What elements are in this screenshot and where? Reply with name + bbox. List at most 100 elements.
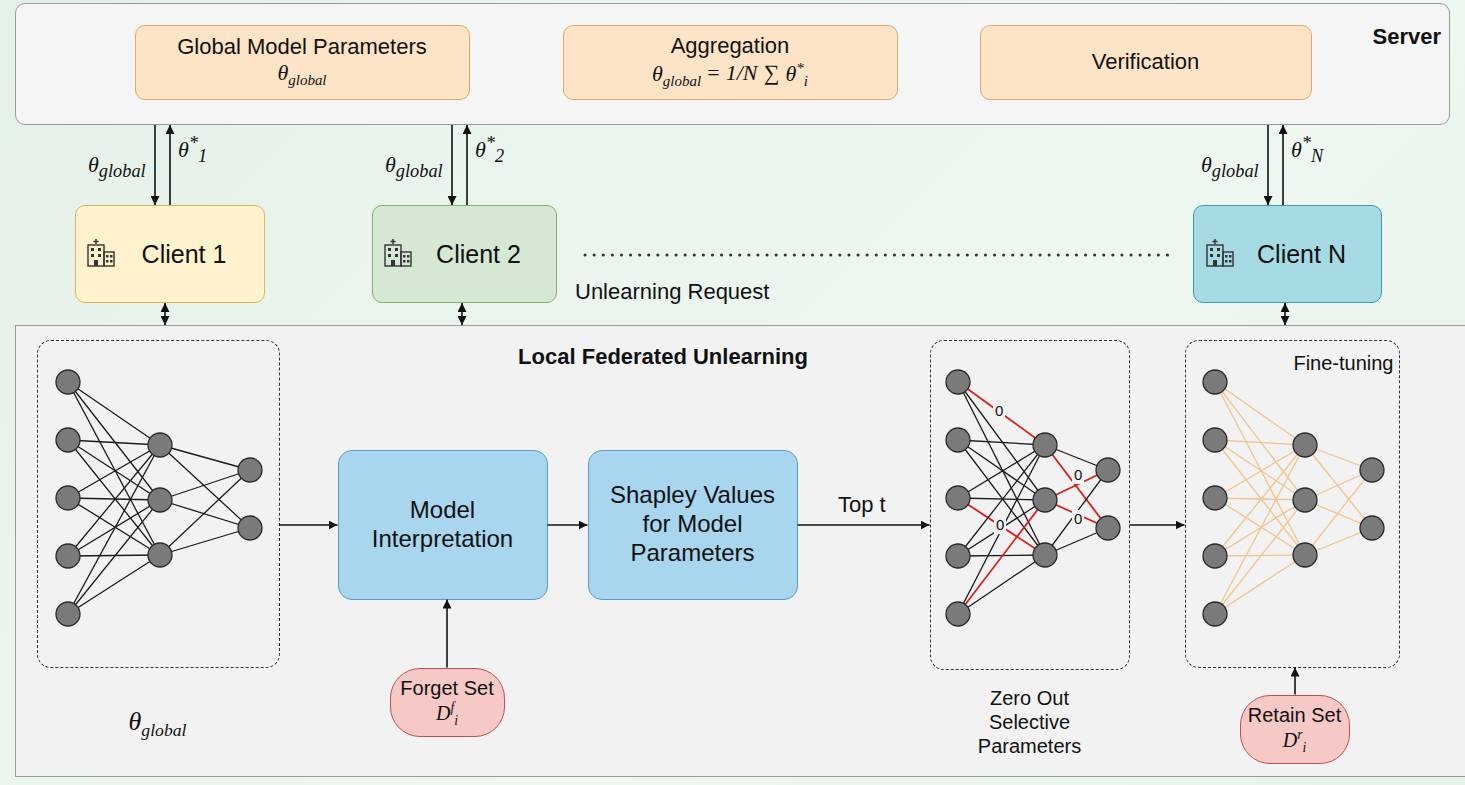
neural-network xyxy=(56,370,262,626)
arrow-connector xyxy=(466,125,468,205)
node-text: Shapley Values for Model Parameters xyxy=(601,481,785,567)
neuron xyxy=(946,486,970,510)
client-box: Client 2 xyxy=(372,205,557,303)
network-weight xyxy=(160,528,250,555)
network-weight xyxy=(1215,382,1305,500)
process-box: Model Interpretation xyxy=(338,450,548,600)
neuron xyxy=(148,543,172,567)
neuron xyxy=(148,433,172,457)
neuron xyxy=(1096,458,1120,482)
network-weight xyxy=(68,382,160,445)
edge-label: θglobal xyxy=(1201,152,1259,183)
hospital-icon xyxy=(385,239,411,266)
node-subtext: Dri xyxy=(1283,727,1307,756)
unlearning-band: Local Federated Unlearning θglobal Model I… xyxy=(15,325,1465,777)
network-weight xyxy=(1215,382,1305,445)
node-text: Verification xyxy=(1092,49,1200,75)
network-weight xyxy=(1215,498,1305,555)
neuron xyxy=(238,516,262,540)
network-weight xyxy=(68,445,160,556)
network-weight xyxy=(68,498,160,555)
network-weight xyxy=(1305,470,1372,555)
node-subtext: θglobal = 1/N ∑ θ*i xyxy=(652,59,808,91)
zero-mark: 0 xyxy=(994,516,1006,534)
network-weight xyxy=(958,440,1045,555)
network-weight xyxy=(958,500,1045,556)
zero-mark: 0 xyxy=(1072,510,1084,528)
network-weight xyxy=(68,500,160,614)
node-text: θglobal xyxy=(38,706,278,741)
neural-network xyxy=(1203,370,1384,626)
node-subtext: Dfi xyxy=(436,700,458,729)
network-weight xyxy=(160,445,250,528)
network-weight xyxy=(160,500,250,528)
neuron xyxy=(1293,488,1317,512)
request-label: Unlearning Request xyxy=(575,279,769,305)
arrow-connector xyxy=(1130,524,1185,526)
network-weight xyxy=(1215,555,1305,614)
neuron xyxy=(56,428,80,452)
network-weight xyxy=(958,382,1045,555)
neural-network xyxy=(946,370,1120,626)
neuron xyxy=(946,544,970,568)
arrow-connector xyxy=(548,524,588,526)
network-weight xyxy=(1305,445,1372,528)
arrow-connector xyxy=(451,125,453,205)
neuron xyxy=(1203,602,1227,626)
edge-label: θ*1 xyxy=(178,133,207,169)
arrow-connector xyxy=(280,524,338,526)
neuron xyxy=(1293,433,1317,457)
arrow-connector xyxy=(164,303,166,325)
node-text: Forget Set xyxy=(400,676,493,700)
zero-mark: 0 xyxy=(1072,466,1084,484)
network-weight xyxy=(1215,555,1305,556)
arrow-connector xyxy=(154,125,156,205)
neuron xyxy=(1203,486,1227,510)
node-text: Client 2 xyxy=(436,239,521,269)
arrow-connector xyxy=(798,524,930,526)
network-weight xyxy=(1045,445,1108,528)
arrow-connector xyxy=(461,303,463,325)
neuron xyxy=(1293,543,1317,567)
neuron xyxy=(1096,516,1120,540)
node-text: Retain Set xyxy=(1248,703,1341,727)
data-set: Forget SetDfi xyxy=(390,668,505,738)
neuron xyxy=(56,486,80,510)
node-text: Model Interpretation xyxy=(351,496,535,554)
node-text: Client N xyxy=(1257,239,1346,269)
node-text: Global Model Parameters xyxy=(177,34,426,60)
neuron xyxy=(1360,516,1384,540)
network-weight xyxy=(68,440,160,555)
node-subtext: θglobal xyxy=(277,60,326,90)
edge-label: θglobal xyxy=(385,152,443,183)
neuron xyxy=(56,370,80,394)
network-weight xyxy=(958,382,1045,500)
node-text: Local Federated Unlearning xyxy=(448,344,878,370)
hospital-icon xyxy=(88,239,114,266)
process-box: Shapley Values for Model Parameters xyxy=(588,450,798,600)
network-weight xyxy=(1215,440,1305,555)
network-weight xyxy=(160,470,250,500)
network-weight xyxy=(958,382,1045,445)
network-weight xyxy=(958,445,1045,556)
arrow-connector xyxy=(1284,303,1286,325)
neuron xyxy=(946,602,970,626)
dotted-line xyxy=(585,254,1170,257)
network-weight xyxy=(160,470,250,555)
network-weight xyxy=(958,500,1045,614)
server-band: ServerGlobal Model ParametersθglobalAggr… xyxy=(15,3,1450,125)
edge-label: θ*N xyxy=(1291,133,1323,169)
network-weight xyxy=(68,555,160,614)
network-weight xyxy=(1215,445,1305,614)
neuron xyxy=(1203,370,1227,394)
client-box: Client N xyxy=(1193,205,1382,303)
network-weight xyxy=(68,382,160,500)
edge-label: θglobal xyxy=(88,152,146,183)
node-text: Aggregation xyxy=(671,33,790,59)
neuron xyxy=(946,428,970,452)
arrow-connector xyxy=(1282,125,1284,205)
neuron xyxy=(56,544,80,568)
neuron xyxy=(1203,428,1227,452)
neuron xyxy=(56,602,80,626)
